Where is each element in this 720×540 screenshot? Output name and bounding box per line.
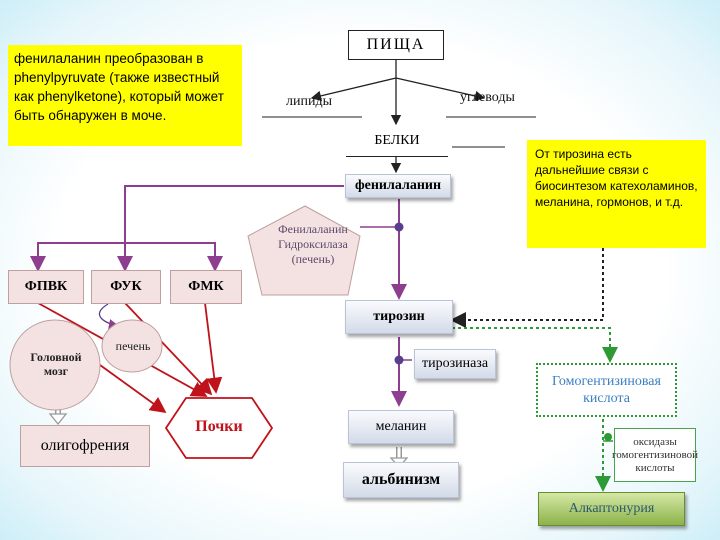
carbs-label: углеводы	[460, 90, 515, 105]
tyrosine-box: тирозин	[345, 300, 453, 334]
fmk-box: ФМК	[170, 270, 242, 304]
liver-circle	[101, 319, 163, 373]
melanin-box: меланин	[348, 410, 454, 444]
homogentisate-oxidase-box: оксидазы гомогентизиновой кислоты	[612, 428, 698, 482]
fuk-box: ФУК	[91, 270, 161, 304]
brain-label: Головной мозг	[30, 350, 82, 378]
lipids-label: липиды	[286, 94, 332, 109]
fpvk-box: ФПВК	[8, 270, 84, 304]
oligophrenia-box: олигофрения	[20, 425, 150, 467]
liver-label: печень	[115, 339, 151, 353]
albinism-box: альбинизм	[343, 462, 459, 498]
alkaptonuria-box: Алкаптонурия	[538, 492, 685, 526]
phenylpyruvate-note: фенилаланин преобразован в phenylpyruvat…	[8, 45, 242, 146]
tyrosinase-box: тирозиназа	[414, 349, 496, 379]
enzyme-pentagon	[247, 205, 361, 296]
kidneys-hexagon	[164, 397, 274, 459]
phenylalanine-box: фенилаланин	[345, 174, 451, 198]
tyrosine-note: От тирозина есть дальнейшие связи с биос…	[527, 140, 706, 248]
kidneys-label: Почки	[195, 418, 243, 435]
food-box: ПИЩА	[348, 30, 444, 60]
enzyme-label: Фенилаланин Гидроксилаза (печень)	[278, 222, 348, 266]
brain-circle	[9, 319, 101, 411]
homogentisic-acid-box: Гомогентизиновая кислота	[536, 363, 677, 417]
proteins-box: БЕЛКИ	[346, 125, 448, 157]
